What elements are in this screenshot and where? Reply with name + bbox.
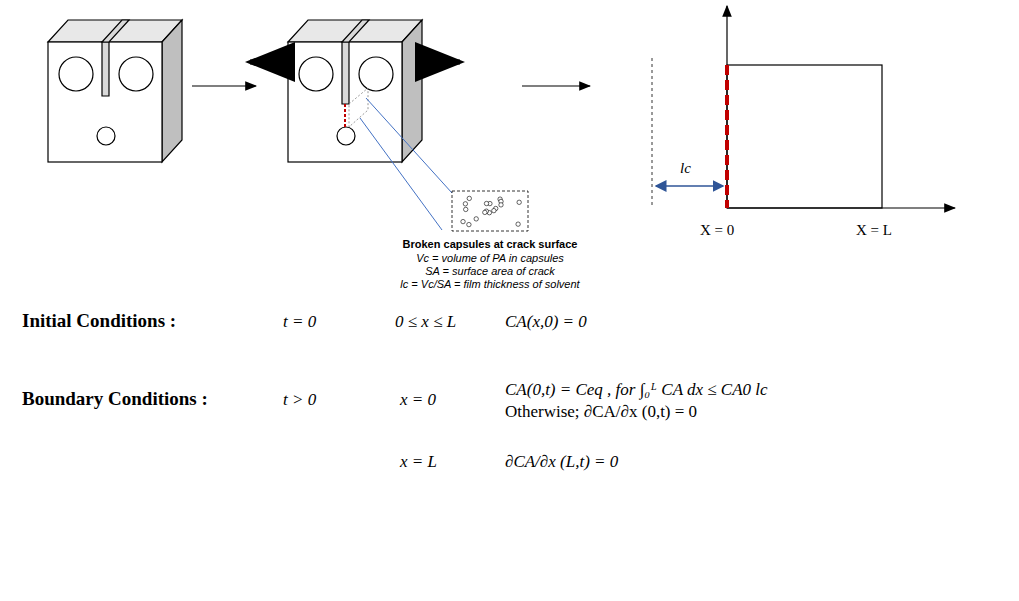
leader-line [360,118,442,230]
callout-note: lc = Vc/SA = film thickness of solvent [396,278,584,291]
load-arrow [250,60,282,65]
section-heading: Boundary Conditions : [22,388,208,410]
load-arrow [428,60,460,65]
equation: CA(x,0) = 0 [505,312,587,332]
flow-arrow [522,85,590,86]
specimen-block [48,20,182,162]
loaded-block [288,20,422,162]
domain-plot [652,6,955,208]
flow-arrow [192,85,256,86]
condition: t = 0 [283,312,316,332]
condition: x = 0 [400,390,436,410]
dimension-label: lc [680,160,691,177]
equation: ∂CA/∂x (L,t) = 0 [505,452,618,472]
callout-note: Vc = volume of PA in capsules [396,252,584,265]
equation: Otherwise; ∂CA/∂x (0,t) = 0 [505,402,697,422]
condition: t > 0 [283,390,316,410]
callout-heading: Broken capsules at crack surface [396,238,584,251]
condition: x = L [400,452,437,472]
axis-label: X = L [856,222,892,239]
section-heading: Initial Conditions : [22,310,176,332]
callout-note: SA = surface area of crack [396,265,584,278]
leader-line [366,98,452,193]
equation: CA(0,t) = Ceq , for ∫₀ᴸ CA dx ≤ CA0 lc [505,380,768,400]
axis-label: X = 0 [700,222,734,239]
condition: 0 ≤ x ≤ L [395,312,456,332]
capsule-callout: Broken capsules at crack surfaceVc = vol… [396,190,584,293]
